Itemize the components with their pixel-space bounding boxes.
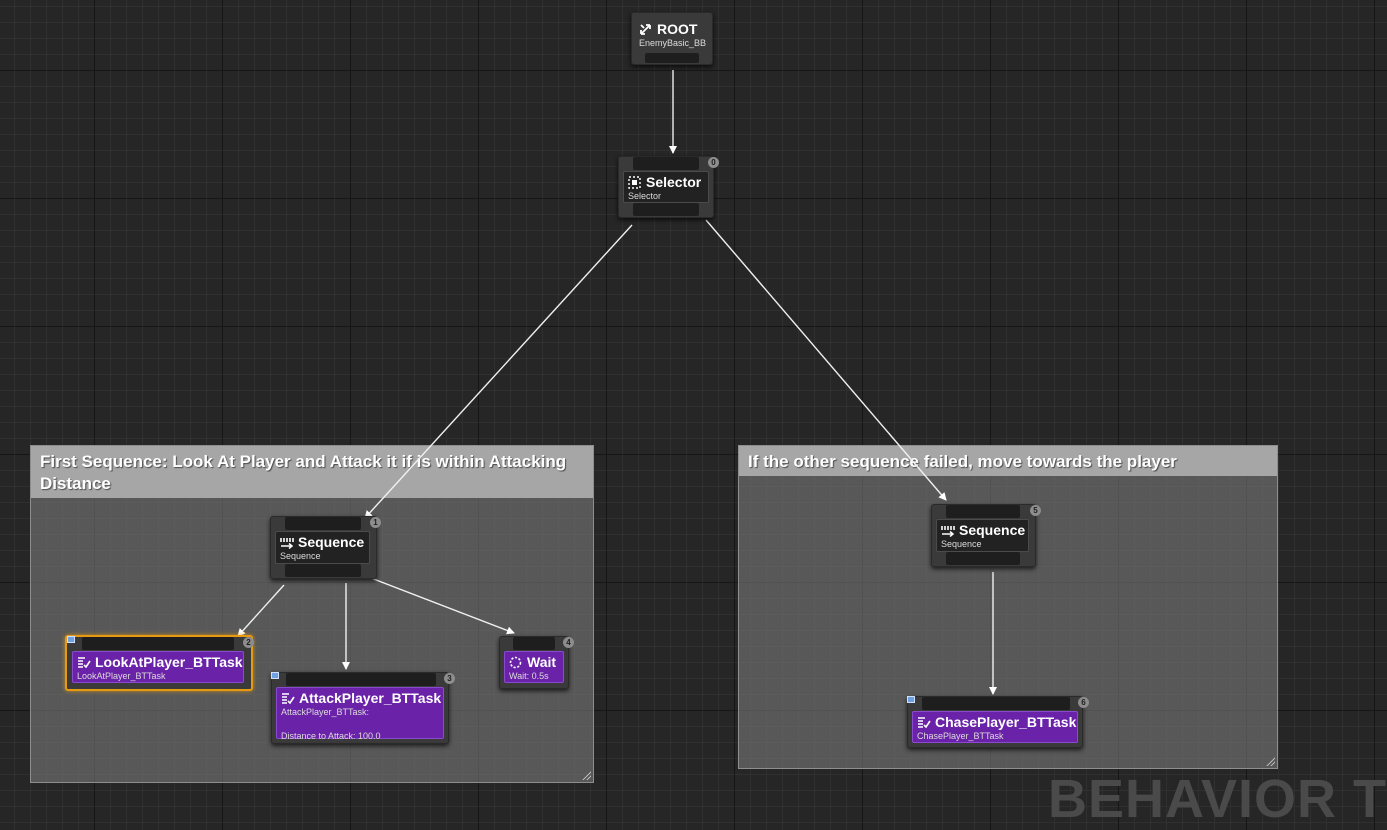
execution-index-badge: 4 bbox=[563, 637, 574, 648]
sequence-title: Sequence bbox=[298, 534, 365, 550]
task-title: Wait bbox=[527, 654, 557, 670]
task-title: LookAtPlayer_BTTask bbox=[95, 654, 243, 670]
task-node-body: ChasePlayer_BTTask ChasePlayer_BTTask bbox=[912, 711, 1078, 743]
comment-title[interactable]: First Sequence: Look At Player and Attac… bbox=[31, 446, 593, 498]
sequence-output-pin[interactable] bbox=[285, 564, 361, 577]
root-node[interactable]: ROOT EnemyBasic_BB bbox=[631, 12, 713, 65]
sequence-subtitle: Sequence bbox=[941, 539, 982, 549]
comment-title[interactable]: If the other sequence failed, move towar… bbox=[739, 446, 1277, 476]
task-node-attack-player[interactable]: AttackPlayer_BTTask AttackPlayer_BTTask:… bbox=[271, 672, 449, 744]
wait-icon bbox=[509, 656, 522, 669]
resize-grip[interactable] bbox=[1265, 756, 1275, 766]
sequence-input-pin[interactable] bbox=[285, 517, 361, 530]
root-node-body: ROOT EnemyBasic_BB bbox=[635, 19, 707, 55]
sequence-output-pin[interactable] bbox=[946, 552, 1020, 565]
execution-index-badge: 0 bbox=[708, 157, 719, 168]
sequence-icon bbox=[941, 524, 955, 538]
task-title: AttackPlayer_BTTask bbox=[299, 690, 442, 706]
task-node-wait[interactable]: Wait Wait: 0.5s bbox=[499, 636, 569, 689]
task-subtitle: Wait: 0.5s bbox=[509, 671, 549, 681]
execution-index-badge: 1 bbox=[370, 517, 381, 528]
task-input-pin[interactable] bbox=[82, 637, 234, 650]
sequence-title: Sequence bbox=[959, 522, 1026, 538]
execution-index-badge: 5 bbox=[1030, 505, 1041, 516]
selector-node[interactable]: Selector Selector bbox=[618, 156, 714, 218]
sequence-subtitle: Sequence bbox=[280, 551, 321, 561]
sequence-input-pin[interactable] bbox=[946, 505, 1020, 518]
root-icon bbox=[639, 23, 652, 36]
task-input-pin[interactable] bbox=[513, 637, 555, 650]
blueprint-marker-icon bbox=[67, 636, 75, 643]
selector-node-body: Selector Selector bbox=[623, 171, 709, 203]
task-property-distance: Distance to Attack: 100.0 bbox=[281, 731, 381, 741]
sequence-node-body: Sequence Sequence bbox=[936, 519, 1029, 552]
task-node-look-at-player[interactable]: LookAtPlayer_BTTask LookAtPlayer_BTTask bbox=[65, 635, 253, 691]
selector-subtitle: Selector bbox=[628, 191, 662, 201]
watermark: BEHAVIOR TR bbox=[1048, 769, 1387, 829]
execution-index-badge: 3 bbox=[444, 673, 455, 684]
task-subtitle: AttackPlayer_BTTask: bbox=[281, 707, 370, 717]
selector-output-pin[interactable] bbox=[633, 203, 699, 216]
selector-title: Selector bbox=[646, 174, 702, 190]
selector-input-pin[interactable] bbox=[633, 157, 699, 170]
selector-icon bbox=[628, 176, 641, 189]
task-node-body: LookAtPlayer_BTTask LookAtPlayer_BTTask bbox=[72, 651, 244, 683]
sequence-icon bbox=[280, 536, 294, 550]
execution-index-badge: 2 bbox=[243, 637, 254, 648]
task-icon bbox=[77, 656, 91, 669]
root-output-pin[interactable] bbox=[645, 53, 699, 63]
task-node-body: AttackPlayer_BTTask AttackPlayer_BTTask:… bbox=[276, 687, 444, 741]
task-node-body: Wait Wait: 0.5s bbox=[504, 651, 564, 683]
root-subtitle: EnemyBasic_BB bbox=[639, 38, 707, 48]
root-title: ROOT bbox=[657, 21, 698, 37]
blueprint-marker-icon bbox=[271, 672, 279, 679]
task-input-pin[interactable] bbox=[922, 697, 1070, 710]
task-title: ChasePlayer_BTTask bbox=[935, 714, 1077, 730]
task-input-pin[interactable] bbox=[286, 673, 436, 686]
sequence-node-second[interactable]: Sequence Sequence bbox=[931, 504, 1036, 567]
execution-index-badge: 6 bbox=[1078, 697, 1089, 708]
task-icon bbox=[281, 692, 295, 705]
sequence-node-body: Sequence Sequence bbox=[275, 531, 370, 564]
task-icon bbox=[917, 716, 931, 729]
sequence-node-first[interactable]: Sequence Sequence bbox=[270, 516, 377, 579]
task-subtitle: LookAtPlayer_BTTask bbox=[77, 671, 166, 681]
resize-grip[interactable] bbox=[581, 770, 591, 780]
blueprint-marker-icon bbox=[907, 696, 915, 703]
task-subtitle: ChasePlayer_BTTask bbox=[917, 731, 1004, 741]
task-node-chase-player[interactable]: ChasePlayer_BTTask ChasePlayer_BTTask bbox=[907, 696, 1083, 748]
